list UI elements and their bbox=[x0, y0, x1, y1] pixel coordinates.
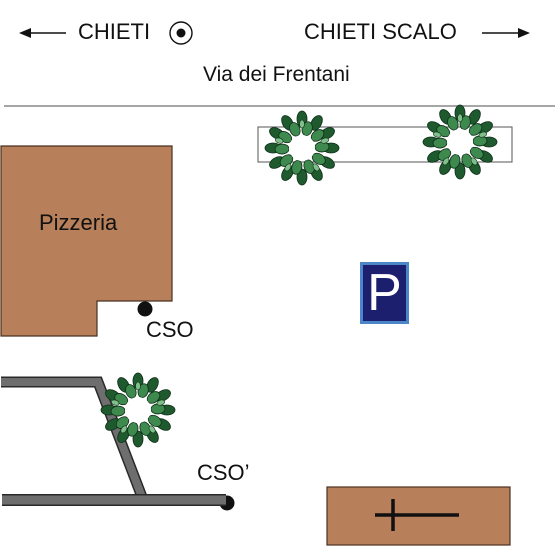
right-arrow-icon bbox=[482, 28, 530, 38]
tree-icon bbox=[422, 104, 498, 180]
tree-icon bbox=[264, 110, 340, 186]
stop-label-cso: CSO bbox=[146, 317, 194, 342]
tree-icon bbox=[100, 372, 176, 448]
direction-label-chieti-scalo: CHIETI SCALO bbox=[304, 19, 457, 44]
direction-label-chieti: CHIETI bbox=[78, 19, 151, 44]
pizzeria-building bbox=[0, 145, 173, 337]
stop-label-cso-prime: CSO’ bbox=[197, 460, 250, 485]
stop-marker-cso bbox=[137, 301, 153, 317]
target-icon bbox=[169, 21, 193, 45]
cross-icon bbox=[375, 499, 459, 531]
left-arrow-icon bbox=[19, 28, 66, 38]
pizzeria-label: Pizzeria bbox=[39, 210, 118, 235]
parking-sign-icon bbox=[360, 262, 409, 324]
road-network bbox=[1, 376, 226, 506]
street-name: Via dei Frentani bbox=[203, 63, 350, 86]
